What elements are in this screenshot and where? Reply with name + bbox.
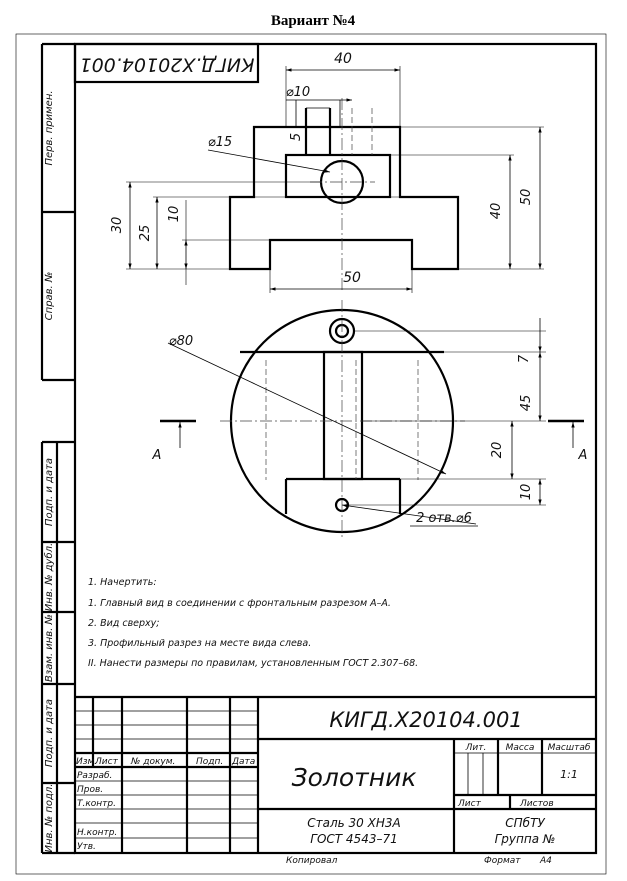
tb-kopiroval: Копировал xyxy=(286,856,338,866)
dim-holes-note: 2 отв.⌀6 xyxy=(416,511,472,526)
top-view xyxy=(160,300,584,540)
dim-r-20: 20 xyxy=(490,442,505,459)
top-dimensions: ⌀80 7 45 20 10 2 отв.⌀6 А А xyxy=(152,318,588,527)
tb-col-docum: № докум. xyxy=(130,757,175,767)
dim-left-30: 30 xyxy=(110,217,125,234)
side-label-inv-podl: Инв. № подл. xyxy=(44,784,55,853)
tb-tkontr: Т.контр. xyxy=(77,799,116,809)
section-label-left: А xyxy=(152,448,162,463)
task-line-4: 3. Профильный разрез на месте вида слева… xyxy=(88,638,311,649)
side-columns: Перв. примен. Справ. № Подп. и дата Инв.… xyxy=(40,42,75,855)
dim-cross-hole-15: ⌀15 xyxy=(208,135,232,150)
tb-org-2: Группа № xyxy=(495,832,556,846)
dim-r-7: 7 xyxy=(517,354,532,363)
tb-col-podp: Подп. xyxy=(196,757,223,767)
task-notes: 1. Начертить: 1. Главный вид в соединени… xyxy=(88,577,418,669)
top-stamp-code: КИГД.Х20104.001 xyxy=(80,54,255,76)
tb-material-2: ГОСТ 4543–71 xyxy=(310,832,397,846)
outer-frame xyxy=(15,33,607,875)
tb-utv: Утв. xyxy=(77,842,96,852)
tb-razrab: Разраб. xyxy=(77,771,112,781)
section-label-right: А xyxy=(578,448,588,463)
tb-massa: Масса xyxy=(506,743,535,753)
dim-left-25: 25 xyxy=(138,225,153,242)
dim-right-40: 40 xyxy=(489,203,504,220)
dim-top-40: 40 xyxy=(334,51,352,67)
dim-circle-80: ⌀80 xyxy=(169,334,193,349)
tb-material-1: Сталь 30 ХН3А xyxy=(307,816,400,830)
top-stamp: КИГД.Х20104.001 xyxy=(73,42,260,84)
tb-listov: Листов xyxy=(519,799,554,809)
side-label-podp-data-1: Подп. и дата xyxy=(44,458,55,526)
tb-lit: Лит. xyxy=(465,743,487,753)
tb-part-name: Золотник xyxy=(292,763,417,792)
tb-prov: Пров. xyxy=(77,785,103,795)
dim-slot-5: 5 xyxy=(289,133,304,141)
dim-r-10: 10 xyxy=(519,484,534,501)
task-line-2: 1. Главный вид в соединении с фронтальны… xyxy=(88,598,391,609)
dim-r-45: 45 xyxy=(519,395,534,412)
tb-format-label: Формат xyxy=(484,856,521,866)
tb-org-1: СПбТУ xyxy=(505,816,545,830)
page-title: Вариант №4 xyxy=(271,13,356,29)
side-label-podp-data-2: Подп. и дата xyxy=(44,699,55,767)
inner-frame xyxy=(73,42,598,855)
tb-doc-code: КИГД.Х20104.001 xyxy=(329,708,522,732)
tb-scale-value: 1:1 xyxy=(560,768,578,781)
tb-format-value: А4 xyxy=(539,856,552,866)
tb-masshtab: Масштаб xyxy=(548,743,591,753)
side-label-perv-primen: Перв. примен. xyxy=(44,90,55,165)
dim-left-10: 10 xyxy=(167,206,182,223)
side-label-sprav: Справ. № xyxy=(44,272,55,321)
dim-hole-dia-10: ⌀10 xyxy=(286,85,310,100)
task-line-1: 1. Начертить: xyxy=(88,577,157,588)
tb-col-izm: Изм. xyxy=(76,757,97,767)
front-view-boss xyxy=(284,153,392,199)
task-line-5: II. Нанести размеры по правилам, установ… xyxy=(88,658,418,669)
side-label-vzam-inv: Взам. инв. № xyxy=(44,614,55,682)
dim-bottom-50: 50 xyxy=(343,270,361,286)
tb-col-list: Лист xyxy=(94,757,119,767)
tb-nkontr: Н.контр. xyxy=(77,828,117,838)
title-block: Изм. Лист № докум. Подп. Дата Разраб. Пр… xyxy=(75,695,596,866)
front-dimensions: 40 ⌀10 5 ⌀15 30 25 10 40 50 50 xyxy=(110,51,544,293)
tb-list: Лист xyxy=(457,799,482,809)
side-label-inv-dubl: Инв. № дубл. xyxy=(43,543,55,611)
dim-right-50: 50 xyxy=(519,189,534,206)
tb-col-data: Дата xyxy=(231,757,255,767)
task-line-3: 2. Вид сверху; xyxy=(88,618,160,629)
